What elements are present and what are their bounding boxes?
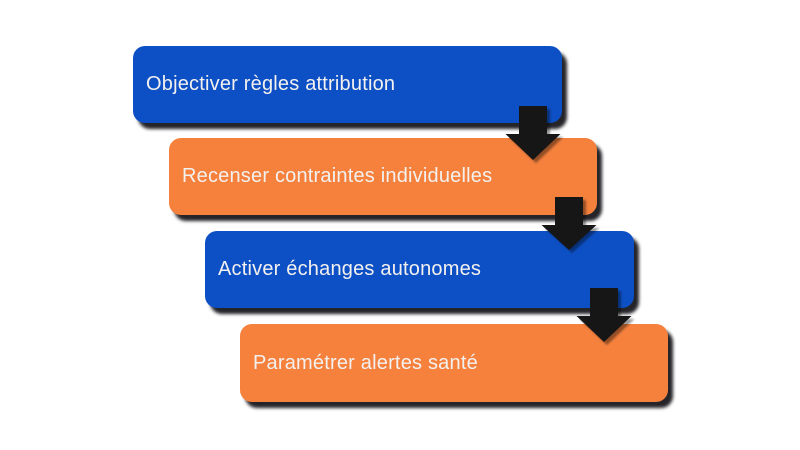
step-box-3: Activer échanges autonomes xyxy=(205,231,634,308)
step-box-1: Objectiver règles attribution xyxy=(133,46,562,123)
step-2-label: Recenser contraintes individuelles xyxy=(182,165,493,187)
step-4-label: Paramétrer alertes santé xyxy=(253,351,478,374)
step-box-2: Recenser contraintes individuelles xyxy=(169,138,597,215)
step-3-label: Activer échanges autonomes xyxy=(218,258,482,280)
step-1-label: Objectiver règles attribution xyxy=(146,73,396,95)
step-box-4: Paramétrer alertes santé xyxy=(240,324,668,402)
